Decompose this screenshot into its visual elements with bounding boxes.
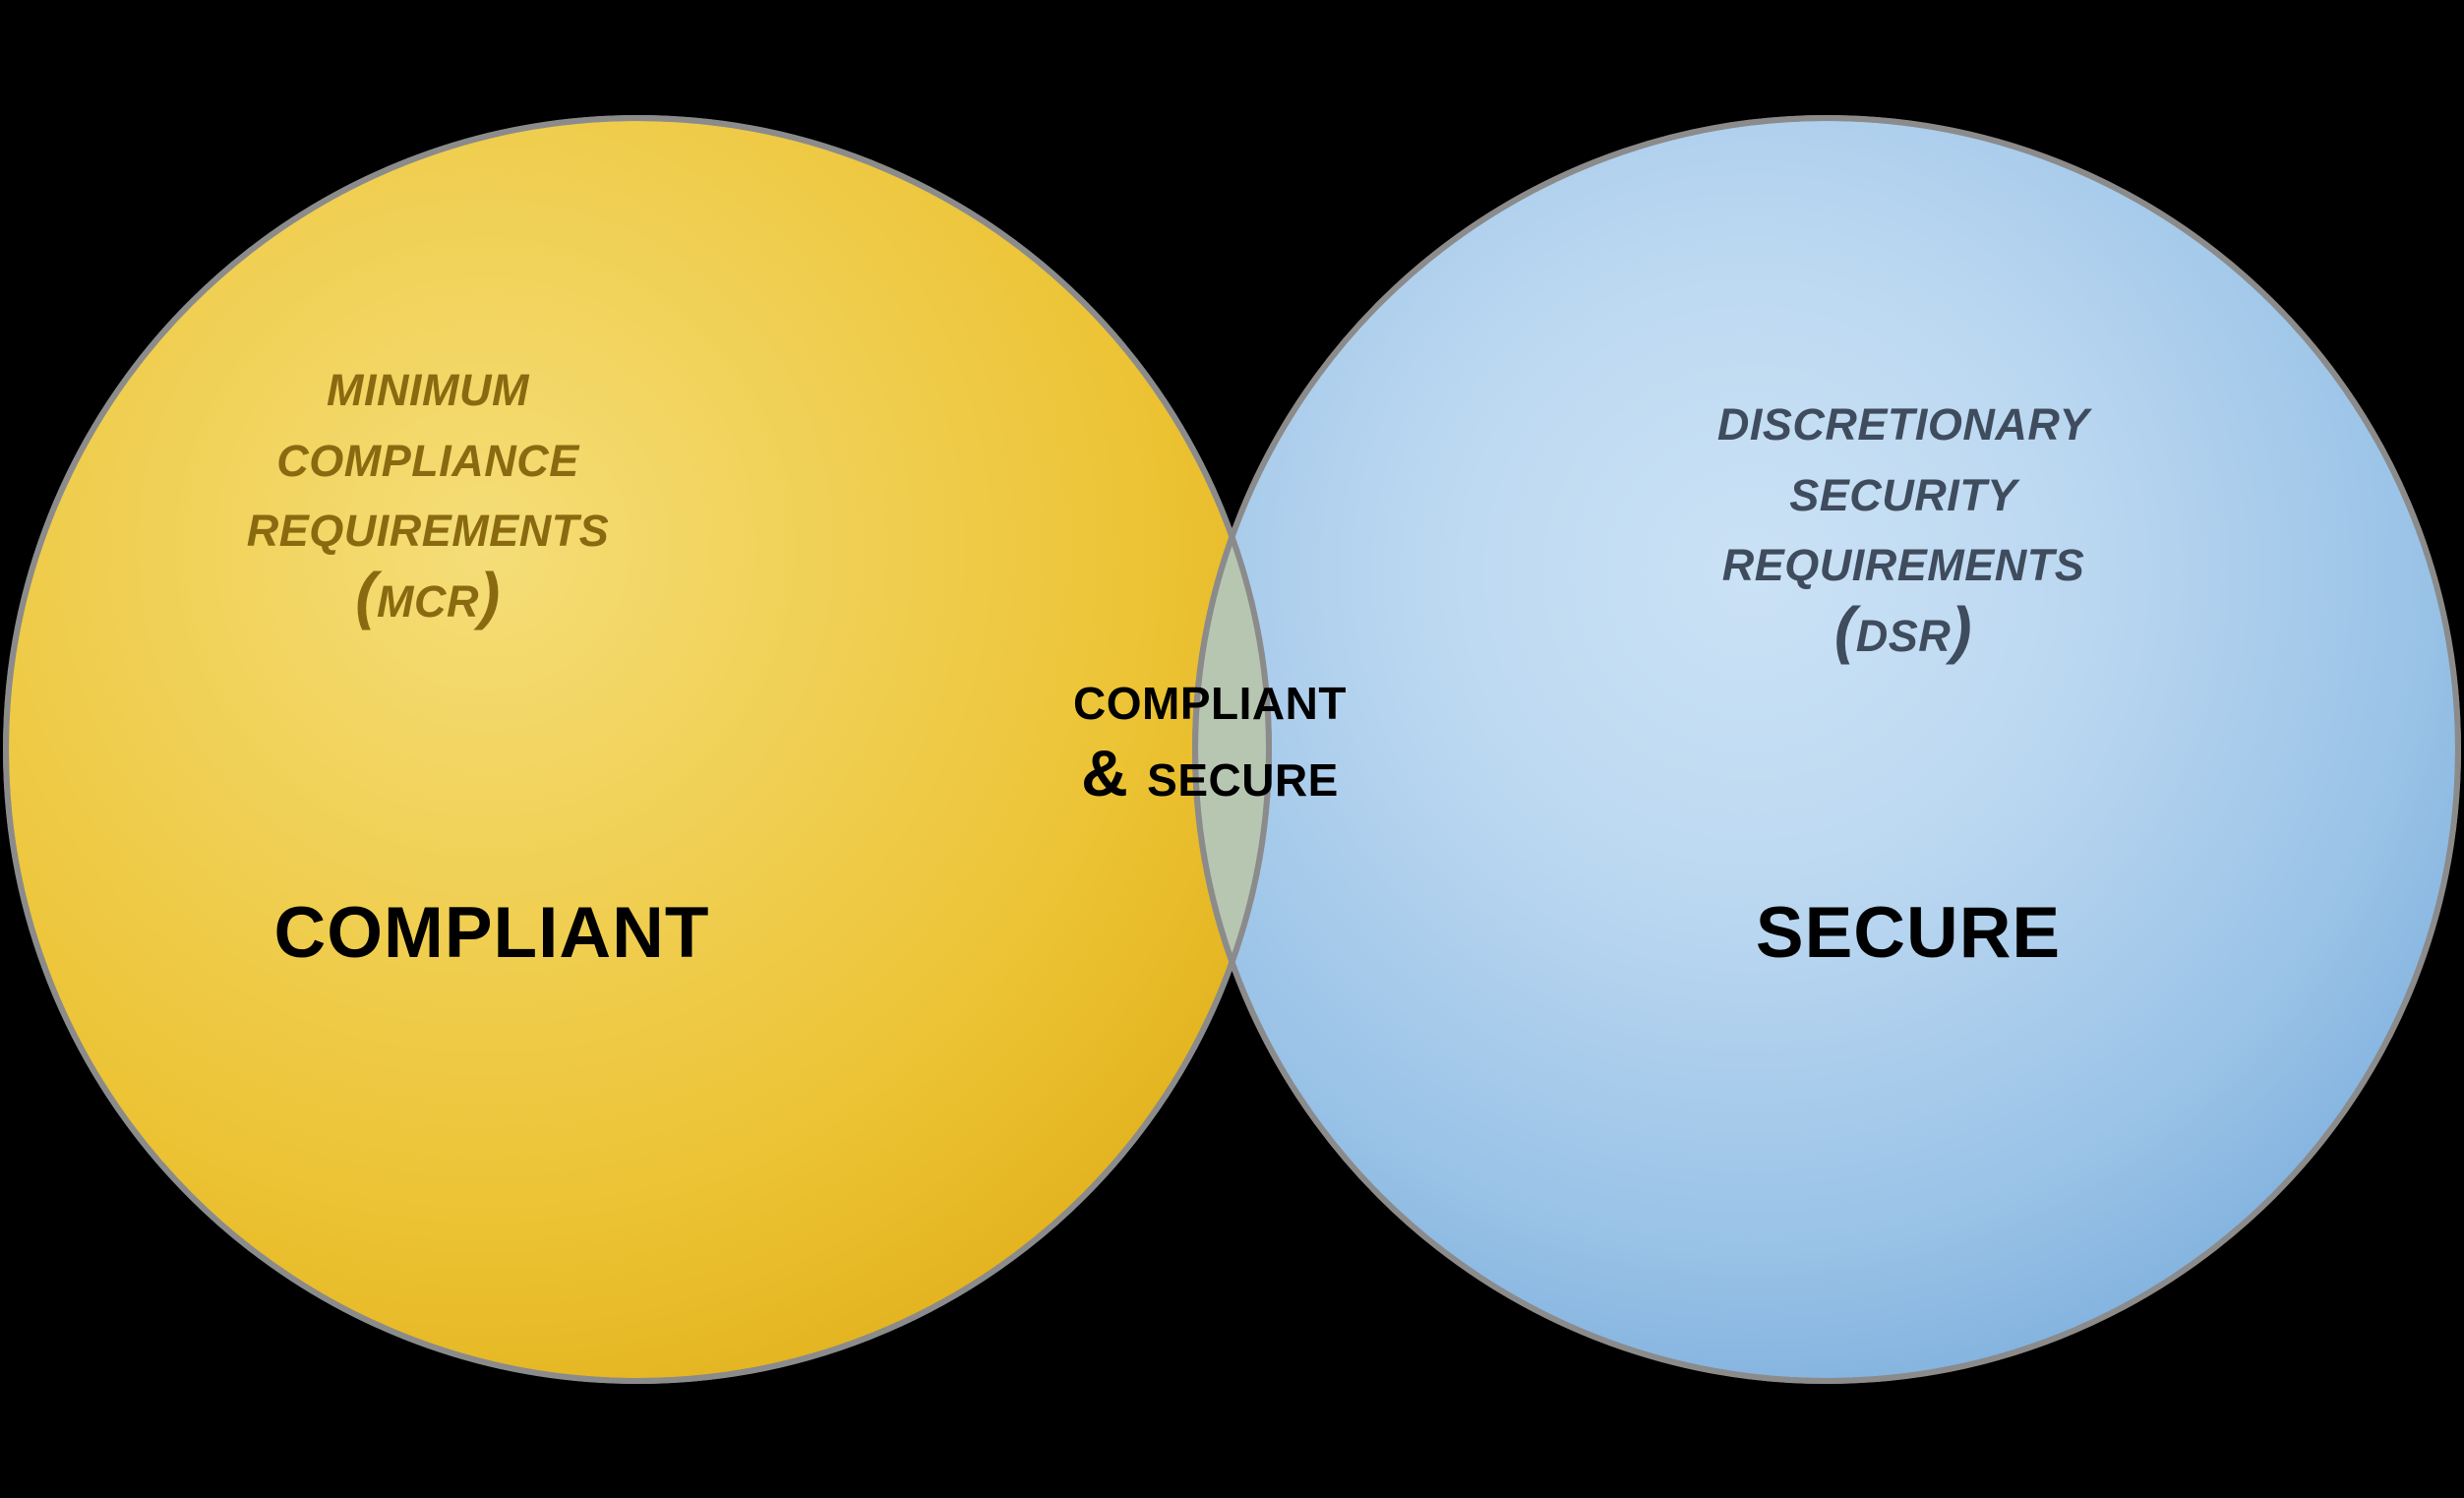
- venn-circle-compliant-outline: [3, 115, 1272, 1384]
- venn-circle-compliant: [3, 115, 1272, 1384]
- venn-circle-secure: [1192, 115, 2461, 1384]
- venn-circle-secure-outline: [1192, 115, 2461, 1384]
